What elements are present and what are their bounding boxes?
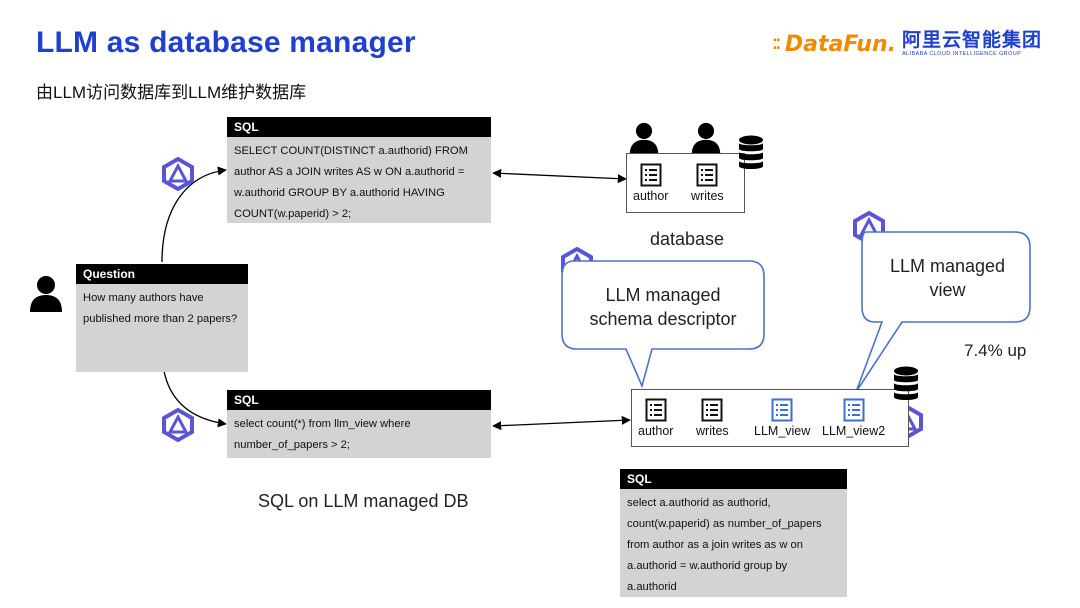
improvement-label: 7.4% up [964,341,1027,360]
database-top-box: author writes [626,153,745,213]
llm-logo-icon [162,157,194,191]
connector-question-to-sql-top [161,166,227,263]
table-author: author [638,398,673,438]
table-label: writes [696,424,729,438]
sql-card-view: SQL select a.authorid as authorid, count… [620,469,847,597]
table-label: author [638,424,674,438]
callout-schema-bubble [561,260,765,389]
sql-card-top-text: SELECT COUNT(DISTINCT a.authorid) FROM a… [227,137,491,223]
sql-card-top: SQL SELECT COUNT(DISTINCT a.authorid) FR… [227,117,491,223]
table-llm-view: LLM_view [754,398,810,438]
person-icon [629,122,659,156]
table-label: LLM_view2 [822,424,886,438]
database-icon [739,135,763,169]
question-card-heading: Question [76,264,248,284]
bottom-caption: SQL on LLM managed DB [258,491,469,511]
logo-org-name: 阿里云智能集团 [901,30,1042,51]
database-icon [894,366,918,400]
database-caption: database [650,229,725,249]
database-managed-box: author writes LLM_view LLM_view2 [631,389,909,447]
table-icon [696,163,718,187]
sql-card-top-heading: SQL [227,117,491,137]
logo-org: 阿里云智能集团 ALIBABA CLOUD INTELLIGENCE GROUP [901,30,1042,58]
callout-view-text: LLM managed view [889,256,1006,300]
table-author: author [633,163,668,203]
table-writes: writes [691,163,724,203]
table-icon [843,398,865,422]
question-card: Question How many authors have published… [76,264,248,372]
table-label: writes [691,189,724,203]
sql-card-bottom: SQL select count(*) from llm_view where … [227,390,491,458]
sql-card-bottom-text: select count(*) from llm_view where numb… [227,410,491,458]
page-subtitle: 由LLM访问数据库到LLM维护数据库 [36,83,307,102]
table-label: author [633,189,669,203]
connector-sql-top-to-db [492,168,627,184]
connector-sql-bottom-to-db [492,415,631,431]
question-card-text: How many authors have published more tha… [76,284,248,372]
logo-org-english: ALIBABA CLOUD INTELLIGENCE GROUP [901,51,1022,57]
sql-card-view-heading: SQL [620,469,847,489]
table-icon [645,398,667,422]
person-icon [691,122,721,156]
person-icon [30,276,62,312]
table-icon [640,163,662,187]
table-icon [771,398,793,422]
table-writes: writes [696,398,729,438]
table-llm-view2: LLM_view2 [822,398,885,438]
llm-logo-icon [162,408,194,442]
table-label: LLM_view [754,424,811,438]
sql-card-view-text: select a.authorid as authorid, count(w.p… [620,489,847,597]
sql-card-bottom-heading: SQL [227,390,491,410]
logo-dots-icon: ⁚⁚ [772,35,781,52]
logo-brand: DataFun. [784,31,896,57]
page-title: LLM as database manager [36,26,416,59]
header-logo: ⁚⁚ DataFun. 阿里云智能集团 ALIBABA CLOUD INTELL… [772,30,1042,58]
callout-schema-text: LLM managed schema descriptor [589,285,737,329]
table-icon [701,398,723,422]
callout-view-bubble [855,231,1031,393]
